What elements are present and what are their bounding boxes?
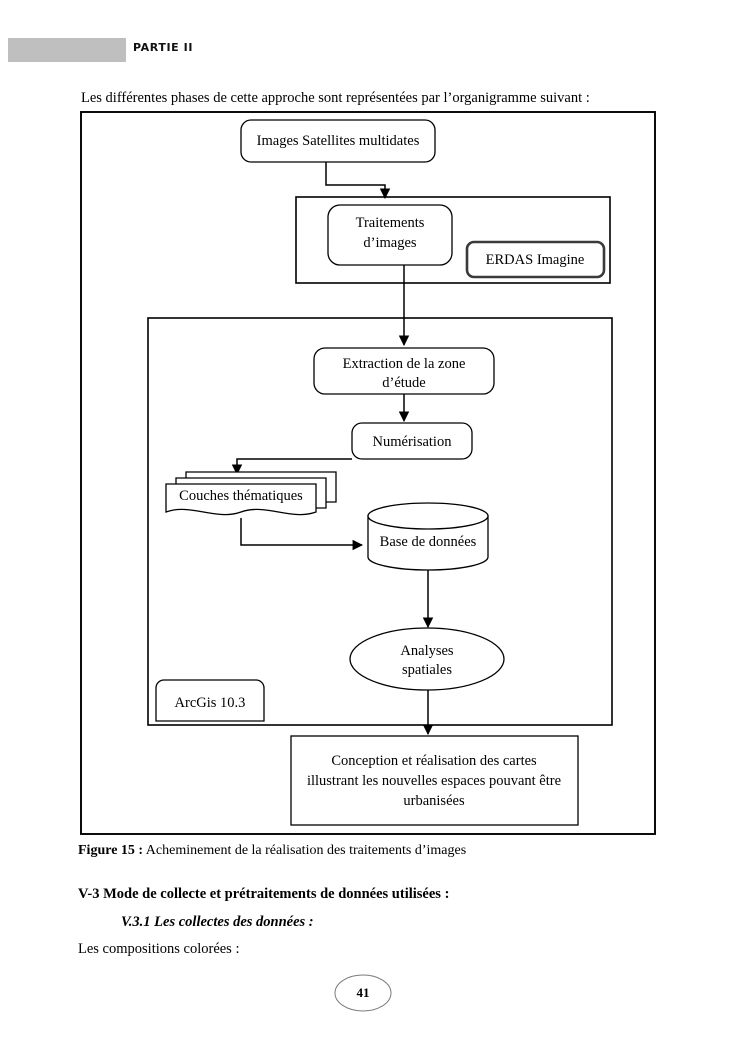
page-number-text: 41 [356,985,370,1000]
node-arcgis-label: ArcGis 10.3 [175,695,246,711]
node-numerisation: Numérisation [351,422,473,460]
node-extraction-zone: Extraction de la zone d’étude [313,347,495,395]
node-analyses-spatiales: Analyses spatiales [349,627,505,691]
node-couches-thematiques-label: Couches thématiques [179,488,303,504]
subsection-heading-v31: V.3.1 Les collectes des données : [121,914,314,930]
node-traitements-images-label-line2: d’images [363,235,417,251]
edge-couches-to-base [240,518,364,551]
node-analyses-spatiales-label-line1: Analyses [400,643,454,659]
figure-caption-label: Figure 15 : [78,843,144,858]
header-gray-band [8,38,126,62]
edge-images-to-traitements [325,161,391,200]
section-heading-v3: V-3 Mode de collecte et prétraitements d… [78,886,450,902]
node-erdas-imagine: ERDAS Imagine [465,240,606,279]
node-analyses-spatiales-label-line2: spatiales [402,662,452,678]
figure-caption: Figure 15 : Acheminement de la réalisati… [78,843,688,859]
running-header-title: PARTIE II [133,41,194,54]
node-base-de-donnees: Base de données [367,502,489,571]
node-couches-thematiques: Couches thématiques [165,471,337,516]
intro-paragraph: Les différentes phases de cette approche… [81,90,590,106]
node-traitements-images-label-line1: Traitements [356,215,425,231]
group-frame-arcgis [147,317,613,726]
node-base-de-donnees-label: Base de données [380,534,477,550]
node-numerisation-label: Numérisation [373,434,453,450]
figure-caption-text: Acheminement de la réalisation des trait… [143,843,467,858]
node-erdas-imagine-label: ERDAS Imagine [486,252,585,268]
figure-outer-frame [80,111,656,835]
node-conception-cartes-label-line3: urbanisées [403,793,465,809]
trailing-paragraph: Les compositions colorées : [78,941,240,957]
node-traitements-images: Traitements d’images [327,204,453,266]
node-arcgis: ArcGis 10.3 [155,679,265,722]
node-extraction-zone-label-line1: Extraction de la zone [343,356,466,372]
node-extraction-zone-label-line2: d’étude [382,375,425,391]
edge-numerisation-to-couches [231,458,352,476]
group-frame-erdas [295,196,611,284]
node-conception-cartes-label-line1: Conception et réalisation des cartes [331,753,537,769]
node-conception-cartes: Conception et réalisation des cartes ill… [290,735,579,826]
page-number-badge: 41 [333,973,393,1013]
node-images-satellites: Images Satellites multidates [240,119,436,163]
node-images-satellites-label: Images Satellites multidates [257,133,420,149]
node-conception-cartes-label-line2: illustrant les nouvelles espaces pouvant… [307,773,561,789]
